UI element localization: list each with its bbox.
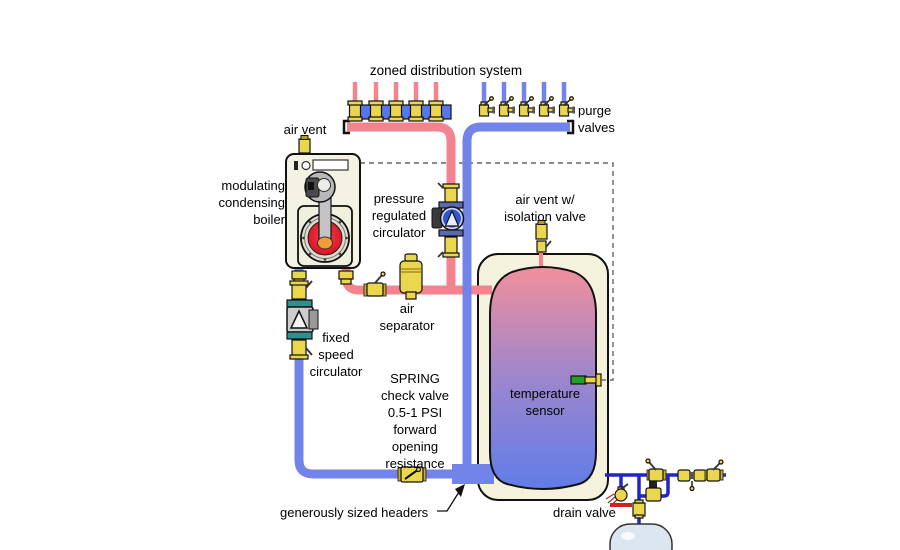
makeup-water-piping — [605, 458, 726, 550]
pressure-regulated-circulator-icon — [431, 182, 465, 258]
supply-ball-valve-icon — [363, 271, 387, 297]
fill-valve-icon — [645, 481, 662, 502]
boiler-icon — [285, 153, 361, 285]
boiler-air-vent-icon — [298, 135, 311, 154]
burner-icon — [317, 236, 333, 250]
headers-leader-arrow — [437, 484, 465, 512]
buffer-tank-vessel — [489, 266, 597, 490]
manifold-end-cap — [342, 119, 350, 135]
fixed-speed-circulator-icon — [286, 280, 319, 360]
zone-valve-icons — [347, 100, 444, 122]
tank-air-vent-icon — [535, 220, 552, 253]
bottom-header — [452, 464, 494, 484]
boiler-panel-icon — [294, 161, 298, 170]
boiler-return-pipe — [294, 262, 457, 479]
purge-valve-icons — [478, 96, 575, 117]
air-separator-icon — [399, 253, 423, 300]
drain-outlet — [610, 503, 632, 507]
expansion-isolation-valve-icon — [632, 499, 646, 519]
expansion-tank-icon — [609, 523, 673, 550]
sensor-wire — [360, 162, 614, 381]
temperature-sensor-icon — [570, 373, 602, 387]
makeup-ball-valve-icon — [645, 458, 667, 482]
drain-valve-icon — [605, 483, 632, 507]
backflow-preventer-icon — [677, 469, 707, 492]
spring-check-valve-icon — [397, 466, 427, 483]
makeup-supply-valve-icon — [704, 459, 724, 482]
boiler-display — [312, 159, 349, 171]
return-end-cap — [567, 119, 575, 135]
